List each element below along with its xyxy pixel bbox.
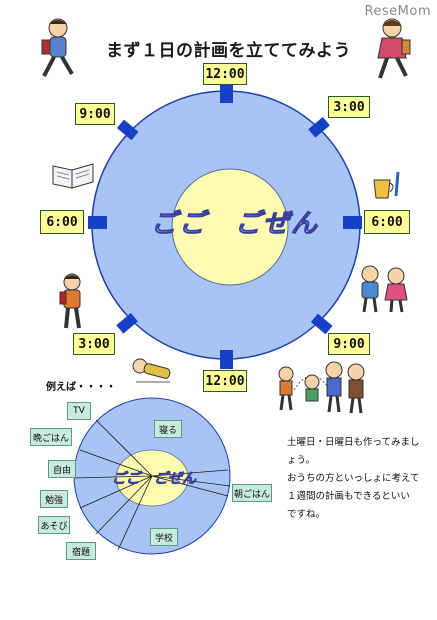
girl-walking-icon xyxy=(377,18,411,79)
note-line: おうちの方といっしょに考えて xyxy=(287,473,420,484)
tick-9-upper xyxy=(116,119,139,141)
example-inner-circle xyxy=(115,449,189,507)
example-center-label: ごご ごぜん xyxy=(112,471,197,488)
inner-circle xyxy=(171,168,289,286)
example-label-dinner: 晩ごはん xyxy=(30,428,72,446)
time-label-12-bottom: 12:00 xyxy=(203,370,247,392)
note-line: １週間の計画もできるといい xyxy=(287,491,410,502)
example-label-free: 自由 xyxy=(48,460,76,478)
time-label-6-left: 6:00 xyxy=(40,210,84,234)
example-label-breakfast: 朝ごはん xyxy=(232,484,272,502)
tick-12-bottom xyxy=(220,350,233,369)
example-label-homework: 宿題 xyxy=(66,542,96,560)
open-book-icon xyxy=(52,163,94,189)
example-dividers xyxy=(73,419,231,551)
boy-walking-icon xyxy=(41,18,74,77)
note-line: ょう。 xyxy=(287,455,315,466)
tick-9-lower xyxy=(310,313,333,335)
tick-12-top xyxy=(220,84,233,103)
example-label-tv: TV xyxy=(67,402,91,420)
child-backpack-icon xyxy=(59,273,81,329)
children-playing-icon xyxy=(361,265,408,313)
time-label-12-top: 12:00 xyxy=(203,63,247,85)
example-label-sleep: 寝る xyxy=(154,420,182,438)
note-line: ですね。 xyxy=(287,509,326,520)
note-text: 土曜日・日曜日も作ってみまし ょう。 おうちの方といっしょに考えて １週間の計画… xyxy=(287,434,437,524)
time-label-9-upper: 9:00 xyxy=(75,103,115,125)
tick-3-upper xyxy=(308,116,330,138)
page-title: まず１日の計画を立ててみよう xyxy=(106,41,351,61)
example-label-school: 学校 xyxy=(150,528,178,546)
watermark: ReseMom xyxy=(364,4,431,19)
time-label-3-lower: 3:00 xyxy=(73,333,115,355)
tick-6-left xyxy=(88,216,107,229)
clock-center-label: ごご ごぜん xyxy=(150,209,319,240)
family-walking-icon xyxy=(278,361,365,414)
example-label-study: 勉強 xyxy=(40,490,68,508)
tick-3-lower xyxy=(116,312,138,334)
time-label-9-lower: 9:00 xyxy=(328,333,370,355)
note-line: 土曜日・日曜日も作ってみまし xyxy=(287,437,420,448)
cup-toothbrush-icon xyxy=(373,171,400,199)
time-label-3-upper: 3:00 xyxy=(328,96,370,118)
example-label-play: あそび xyxy=(38,516,70,534)
child-sleeping-icon xyxy=(132,358,171,383)
tick-6-right xyxy=(343,216,362,229)
example-heading: 例えば・・・・ xyxy=(46,382,116,393)
time-label-6-right: 6:00 xyxy=(364,210,410,234)
